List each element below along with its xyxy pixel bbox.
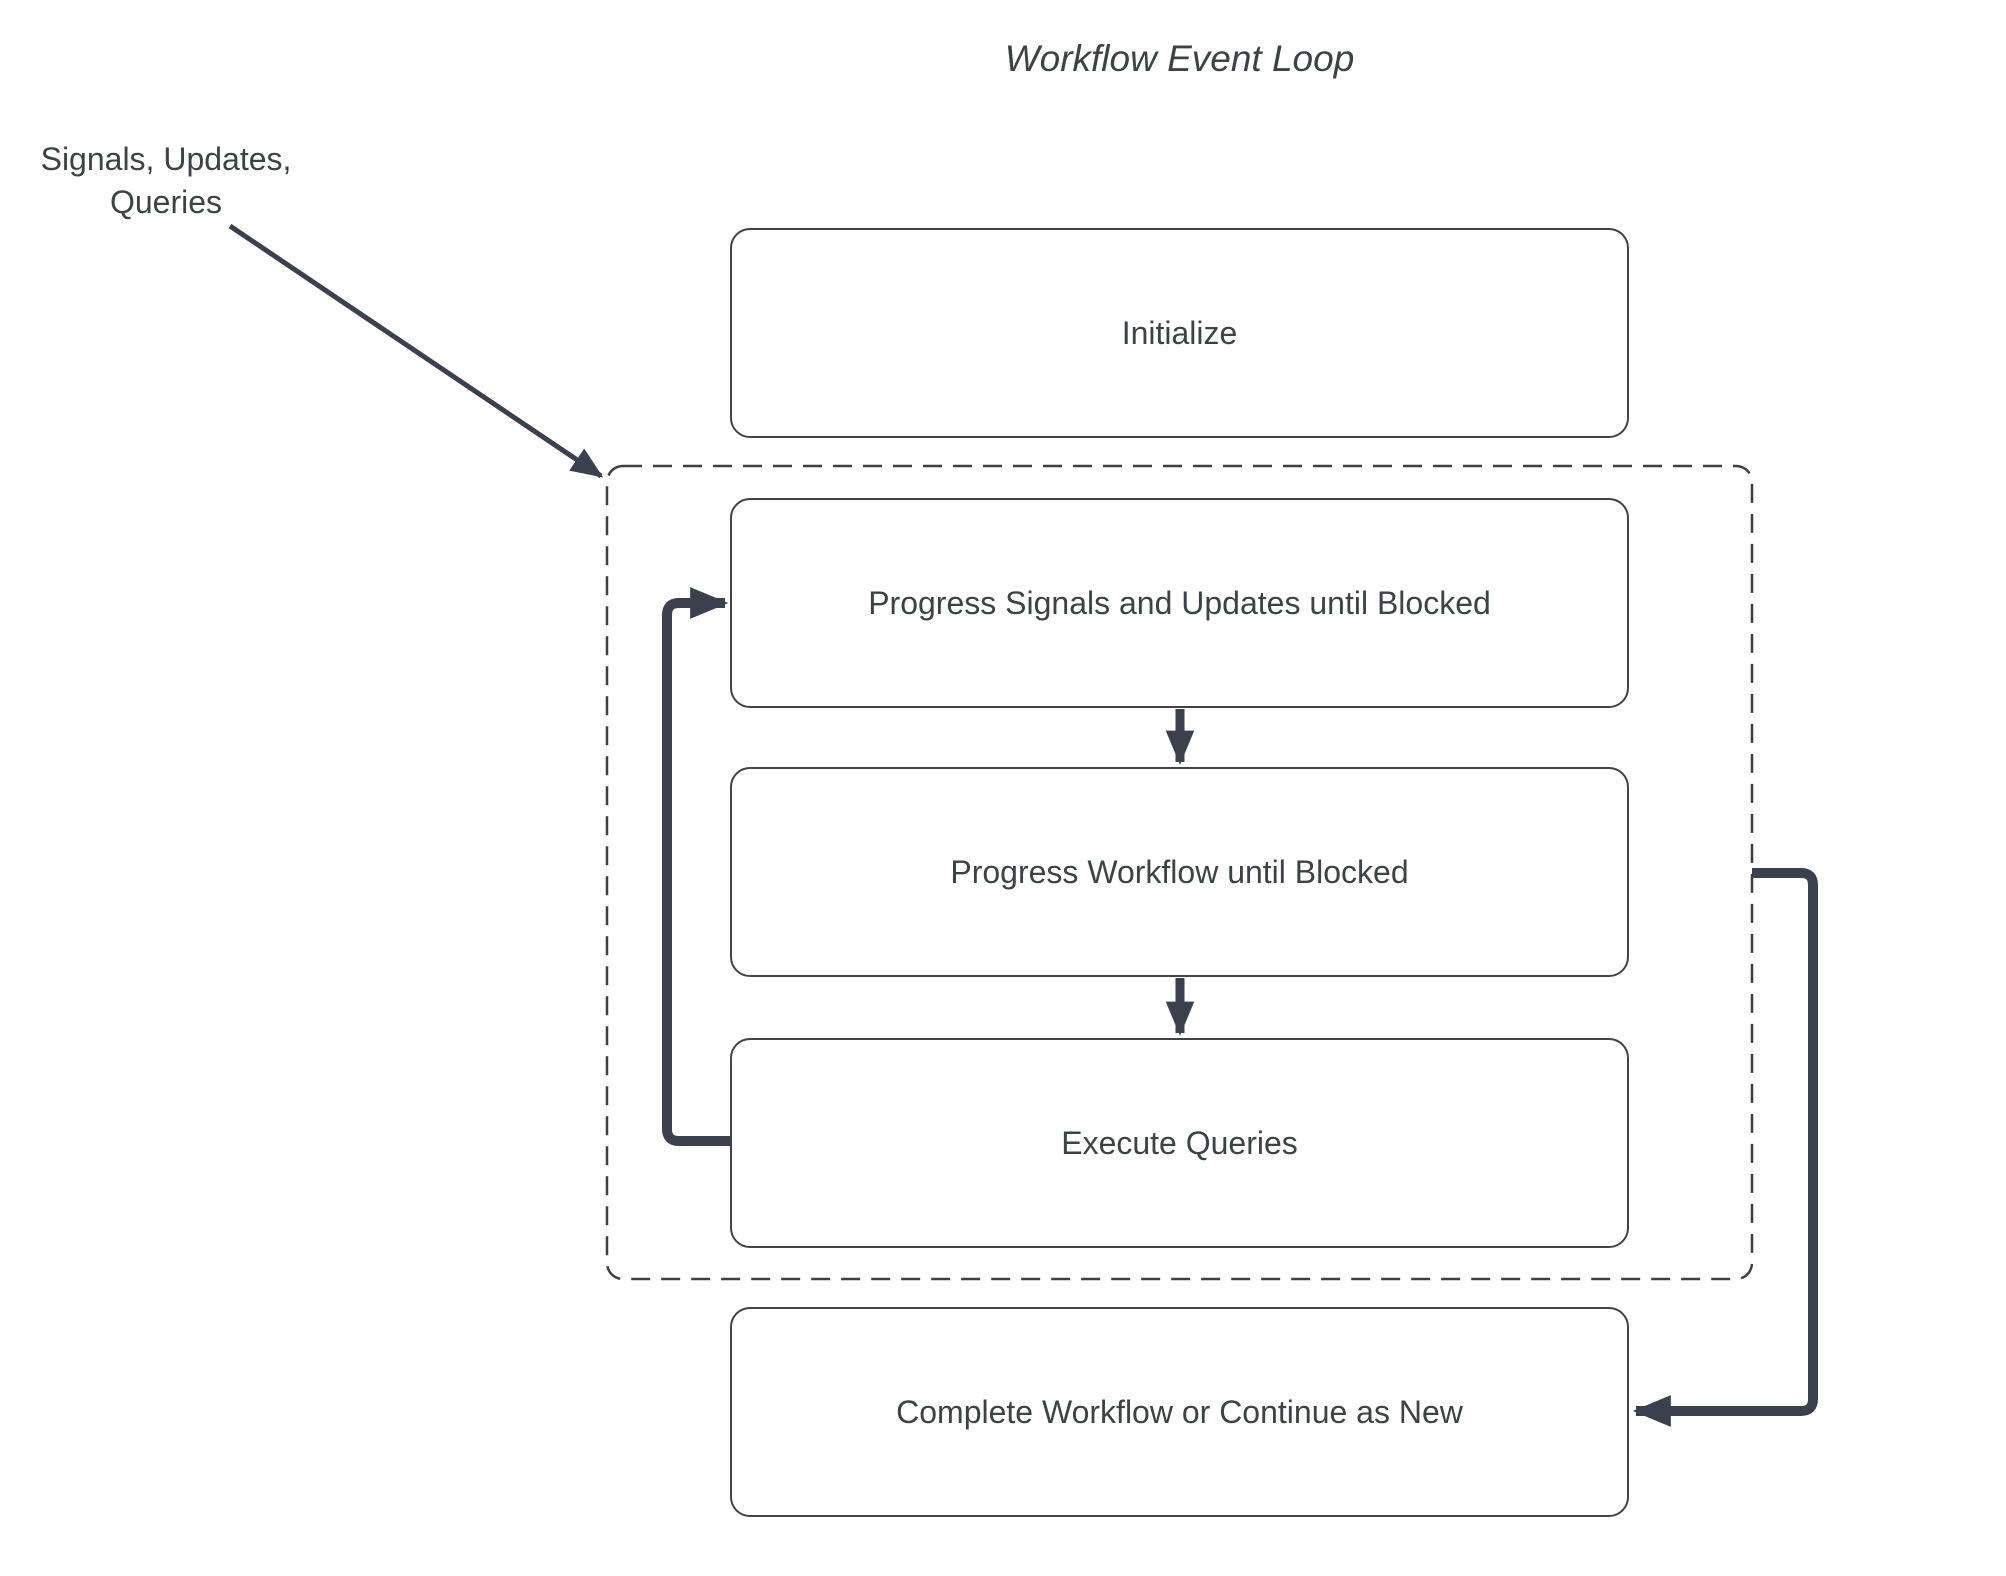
exit-loop-arrow bbox=[1632, 868, 1818, 1427]
diagram-title: Workflow Event Loop bbox=[1004, 38, 1355, 79]
node-initialize: Initialize bbox=[730, 228, 1629, 438]
node-initialize-label: Initialize bbox=[1121, 314, 1238, 351]
node-progress-signals: Progress Signals and Updates until Block… bbox=[730, 498, 1629, 708]
signals-input-arrow bbox=[228, 223, 604, 479]
node-complete-workflow-label: Complete Workflow or Continue as New bbox=[896, 1393, 1463, 1430]
node-progress-workflow: Progress Workflow until Blocked bbox=[730, 767, 1629, 977]
label-line-1: Signals, Updates, bbox=[40, 141, 292, 177]
signals-updates-queries-label: Signals, Updates, Queries bbox=[20, 138, 312, 224]
node-progress-workflow-label: Progress Workflow until Blocked bbox=[950, 853, 1409, 890]
node-progress-signals-label: Progress Signals and Updates until Block… bbox=[868, 584, 1491, 621]
node-execute-queries: Execute Queries bbox=[730, 1038, 1629, 1248]
node-execute-queries-label: Execute Queries bbox=[1061, 1124, 1298, 1161]
loop-back-arrow bbox=[662, 587, 730, 1146]
label-line-2: Queries bbox=[109, 184, 223, 220]
node-complete-workflow: Complete Workflow or Continue as New bbox=[730, 1307, 1629, 1517]
